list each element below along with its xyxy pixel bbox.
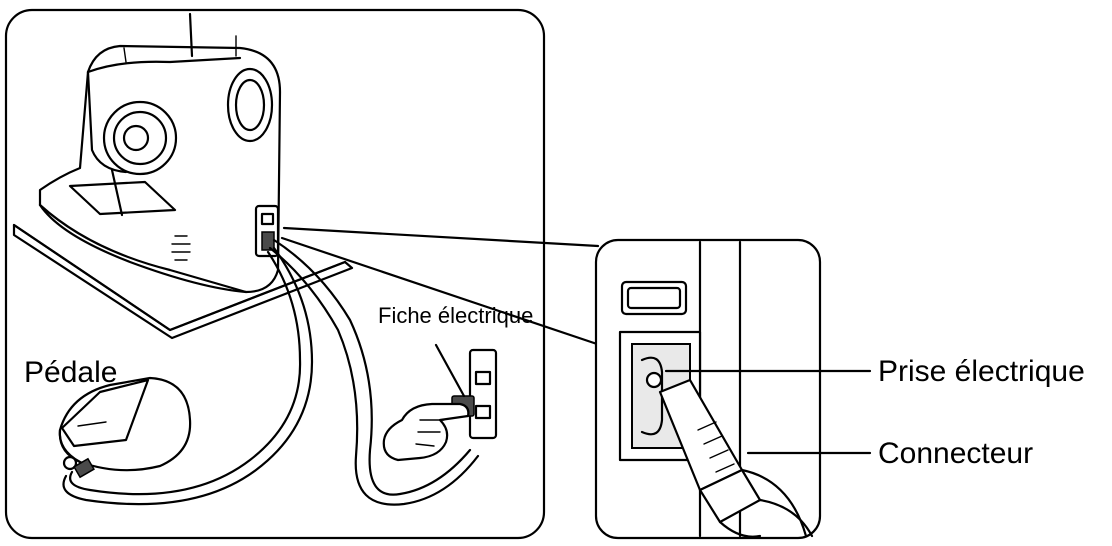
detail-port-closeup xyxy=(618,240,814,538)
foot-pedal xyxy=(58,376,192,479)
label-connector: Connecteur xyxy=(878,437,1033,470)
wall-outlet xyxy=(468,348,498,440)
power-cable xyxy=(268,238,480,506)
pedal-cable xyxy=(62,246,314,506)
label-power-socket: Prise électrique xyxy=(878,355,1085,388)
label-electric-plug: Fiche électrique xyxy=(378,303,533,328)
zoom-leader-lines xyxy=(280,226,602,347)
main-illustration-frame xyxy=(4,8,546,540)
label-pedal: Pédale xyxy=(24,356,117,389)
sewing-machine xyxy=(38,12,282,294)
hand xyxy=(382,402,470,462)
